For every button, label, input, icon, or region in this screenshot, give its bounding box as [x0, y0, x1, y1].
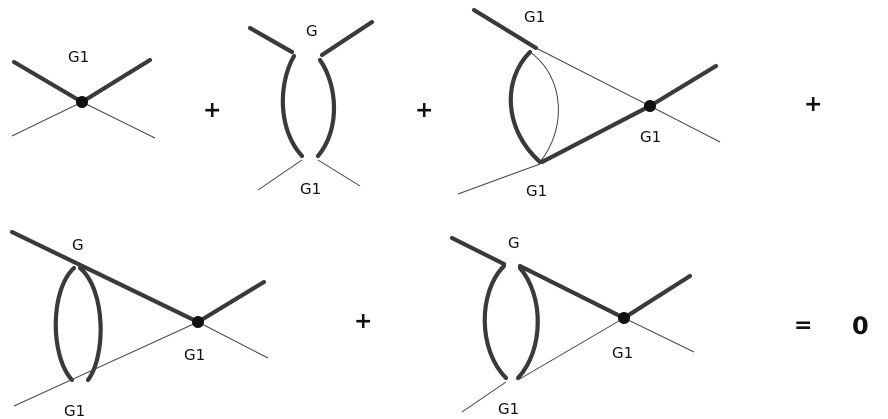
term-2-top-label: G: [306, 22, 318, 40]
term-5-right-upper-leg: [621, 273, 693, 321]
term-4-vertex-label: G1: [184, 346, 205, 364]
term-4-tadpole-diagram: G G1 G1: [9, 229, 269, 419]
term-3-vertex-node: [644, 100, 656, 112]
term-4-lower-propagator: [13, 321, 199, 407]
term-3-upper-propagator: [535, 47, 651, 107]
term-2-upper-left-leg: [247, 25, 295, 55]
plus-operator-4: +: [354, 309, 372, 334]
term-5-loop-right-arc: [515, 265, 540, 381]
term-1-upper-left-leg: [11, 59, 85, 105]
term-4-loop-right-arc: [77, 265, 103, 383]
term-4-long-propagator: [9, 229, 201, 325]
term-3-loop-left-arc: [508, 49, 543, 165]
term-4-loop-left-arc: [53, 265, 77, 383]
plus-operator-2: +: [415, 98, 433, 123]
term-1-lower-right-leg: [81, 101, 156, 139]
term-5-vertex-node: [618, 312, 630, 324]
plus-operator-1: +: [203, 98, 221, 123]
term-5-lower-propagator: [517, 317, 625, 381]
term-1-upper-right-leg: [79, 57, 153, 105]
term-2-loop-left-arc: [280, 53, 305, 159]
term-5-vertex-label: G1: [612, 344, 633, 362]
plus-operator-3: +: [804, 92, 822, 117]
term-3-top-label: G1: [524, 8, 545, 26]
term-2-loop-diagram: G G1: [247, 19, 375, 198]
term-5-upper-left-leg: [449, 235, 507, 267]
term-5-top-label: G: [508, 234, 520, 252]
term-2-lower-right-leg: [317, 159, 361, 187]
term-4-top-label: G: [72, 236, 84, 254]
term-3-triangle-diagram: G1 G1 G1: [457, 7, 721, 200]
term-5-bottom-label: G1: [498, 400, 519, 418]
term-3-lower-left-leg: [457, 163, 541, 195]
equals-operator: =: [794, 313, 812, 338]
term-1-lower-left-leg: [11, 101, 83, 137]
term-4-bottom-label: G1: [64, 402, 85, 419]
term-4-right-lower-leg: [197, 321, 269, 359]
term-3-vertex-label: G1: [640, 128, 661, 146]
term-1-top-label: G1: [68, 48, 89, 66]
term-1-vertex-node: [76, 96, 88, 108]
term-5-lower-left-leg: [461, 381, 507, 413]
result-value: 0: [852, 312, 869, 340]
term-5-triangle-diagram: G G1 G1: [449, 234, 695, 418]
term-3-right-upper-leg: [647, 63, 719, 109]
term-3-bottom-label: G1: [526, 182, 547, 200]
term-2-lower-left-leg: [257, 159, 303, 191]
term-5-upper-propagator: [517, 263, 627, 321]
term-3-right-lower-leg: [649, 105, 721, 143]
term-2-loop-right-arc: [315, 57, 336, 159]
term-5-loop-left-arc: [482, 263, 509, 381]
term-3-lower-propagator: [539, 103, 653, 165]
term-3-loop-right-arc: [529, 51, 559, 163]
term-1-vertex-diagram: G1: [11, 48, 156, 139]
term-4-right-upper-leg: [195, 279, 267, 325]
term-2-bottom-label: G1: [300, 180, 321, 198]
term-3-upper-left-leg: [471, 7, 539, 51]
term-5-right-lower-leg: [623, 317, 695, 353]
term-4-vertex-node: [192, 316, 204, 328]
term-2-upper-right-leg: [319, 19, 375, 58]
